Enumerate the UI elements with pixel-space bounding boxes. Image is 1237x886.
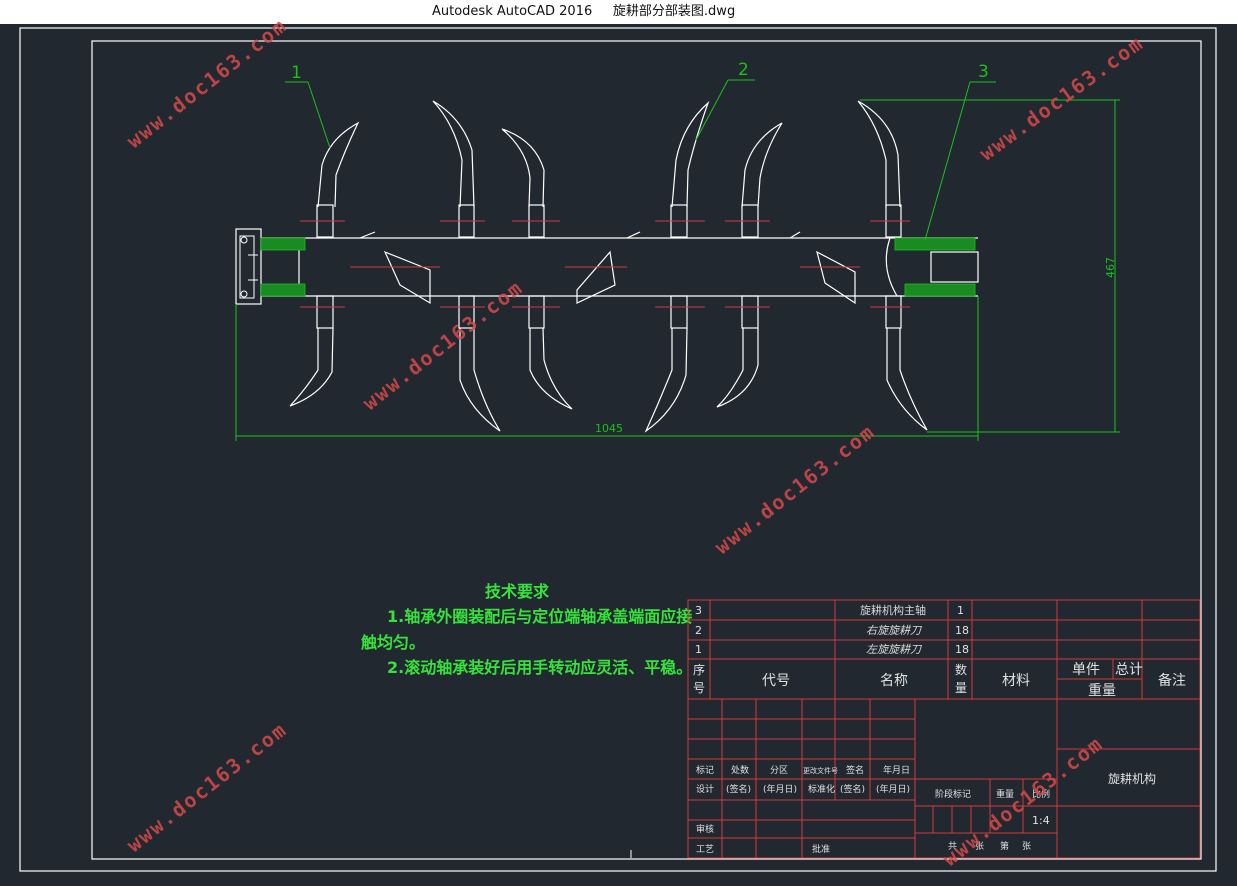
svg-text:(年月日): (年月日) [763,783,797,795]
tech-req-line1-cont: 触均匀。 [360,633,425,652]
inner-border [91,40,1202,860]
svg-text:标准化: 标准化 [808,783,835,795]
svg-text:设计: 设计 [696,783,714,795]
center-marks [300,220,910,308]
header-seq-top: 序 [693,662,705,677]
callout-leaders [235,79,1120,441]
bom-row-qty: 18 [955,624,969,637]
svg-text:工艺: 工艺 [696,844,714,855]
bom-grid [687,599,1201,859]
cad-drawing: 1 2 3 1045 467 技术要求 1.轴承外圈装配后与定位端轴承盖端面应接… [19,27,1217,872]
bom-row-no: 1 [695,643,702,656]
bom-row-name: 右旋旋耕刀 [866,624,922,637]
bom-header: 序 号 代号 名称 数 量 材料 单件 总计 重量 备注 [693,662,1186,699]
bom-row-qty: 1 [957,604,964,617]
svg-text:比例: 比例 [1032,788,1050,800]
header-material: 材料 [1002,673,1030,689]
window-title: Autodesk AutoCAD 2016 旋耕部分部装图.dwg [432,4,736,19]
drawing-canvas[interactable]: 1 2 3 1045 467 技术要求 1.轴承外圈装配后与定位端轴承盖端面应接… [0,24,1237,882]
bom-rows: 3 旋耕机构主轴 1 2 右旋旋耕刀 18 1 左旋旋耕刀 18 [695,603,969,656]
header-remark: 备注 [1158,672,1186,689]
svg-text:张: 张 [975,841,984,852]
bom-row-name: 左旋旋耕刀 [866,643,922,656]
svg-text:批准: 批准 [812,843,830,855]
svg-text:处数: 处数 [731,764,749,776]
hatched-sections [260,237,976,297]
callout-1: 1 [291,63,302,83]
bearing-detail [239,235,258,299]
svg-text:更改文件号: 更改文件号 [803,766,838,775]
svg-text:签名: 签名 [846,764,864,776]
svg-text:分区: 分区 [770,765,788,776]
lower-blades [289,295,928,433]
header-qty-bottom: 量 [955,681,967,695]
bom-row-no: 2 [695,624,702,637]
header-name: 名称 [880,673,908,689]
callout-3: 3 [978,62,989,82]
svg-text:(签名): (签名) [726,783,751,795]
header-total: 总计 [1115,662,1143,678]
header-code: 代号 [762,673,790,689]
svg-text:阶段标记: 阶段标记 [935,788,971,800]
svg-text:第: 第 [1000,840,1009,852]
header-seq-bottom: 号 [693,681,705,695]
header-unit: 单件 [1072,662,1100,678]
window-title-bar: Autodesk AutoCAD 2016 旋耕部分部装图.dwg [0,0,1237,24]
tech-req-heading: 技术要求 [485,582,550,601]
svg-text:(签名): (签名) [840,783,865,795]
drawing-name: 旋耕机构 [1108,771,1156,786]
dimension-width: 1045 [595,422,623,435]
svg-text:重量: 重量 [996,788,1014,800]
svg-text:标记: 标记 [696,764,714,776]
tech-req-line1: 1.轴承外圈装配后与定位端轴承盖端面应接 [387,607,692,626]
header-qty-top: 数 [955,662,967,677]
upper-blades [316,100,902,238]
svg-text:审核: 审核 [696,823,714,835]
bom-row-no: 3 [695,604,702,617]
dimension-height: 467 [1104,257,1117,278]
bom-row-qty: 18 [955,643,969,656]
svg-text:1:4: 1:4 [1032,814,1050,827]
title-block: 标记 处数 分区 更改文件号 签名 年月日 设计 (签名) (年月日) 标准化 … [696,764,1156,855]
svg-text:年月日: 年月日 [883,764,910,776]
svg-text:(年月日): (年月日) [876,783,910,795]
header-weight: 重量 [1088,683,1116,699]
tech-req-line2: 2.滚动轴承装好后用手转动应灵活、平稳。 [387,658,692,677]
svg-text:共: 共 [948,841,957,852]
bom-row-name: 旋耕机构主轴 [860,603,926,617]
side-blades [359,231,856,305]
callout-2: 2 [738,60,749,80]
outer-frame [19,27,1217,872]
svg-text:张: 张 [1022,841,1031,852]
